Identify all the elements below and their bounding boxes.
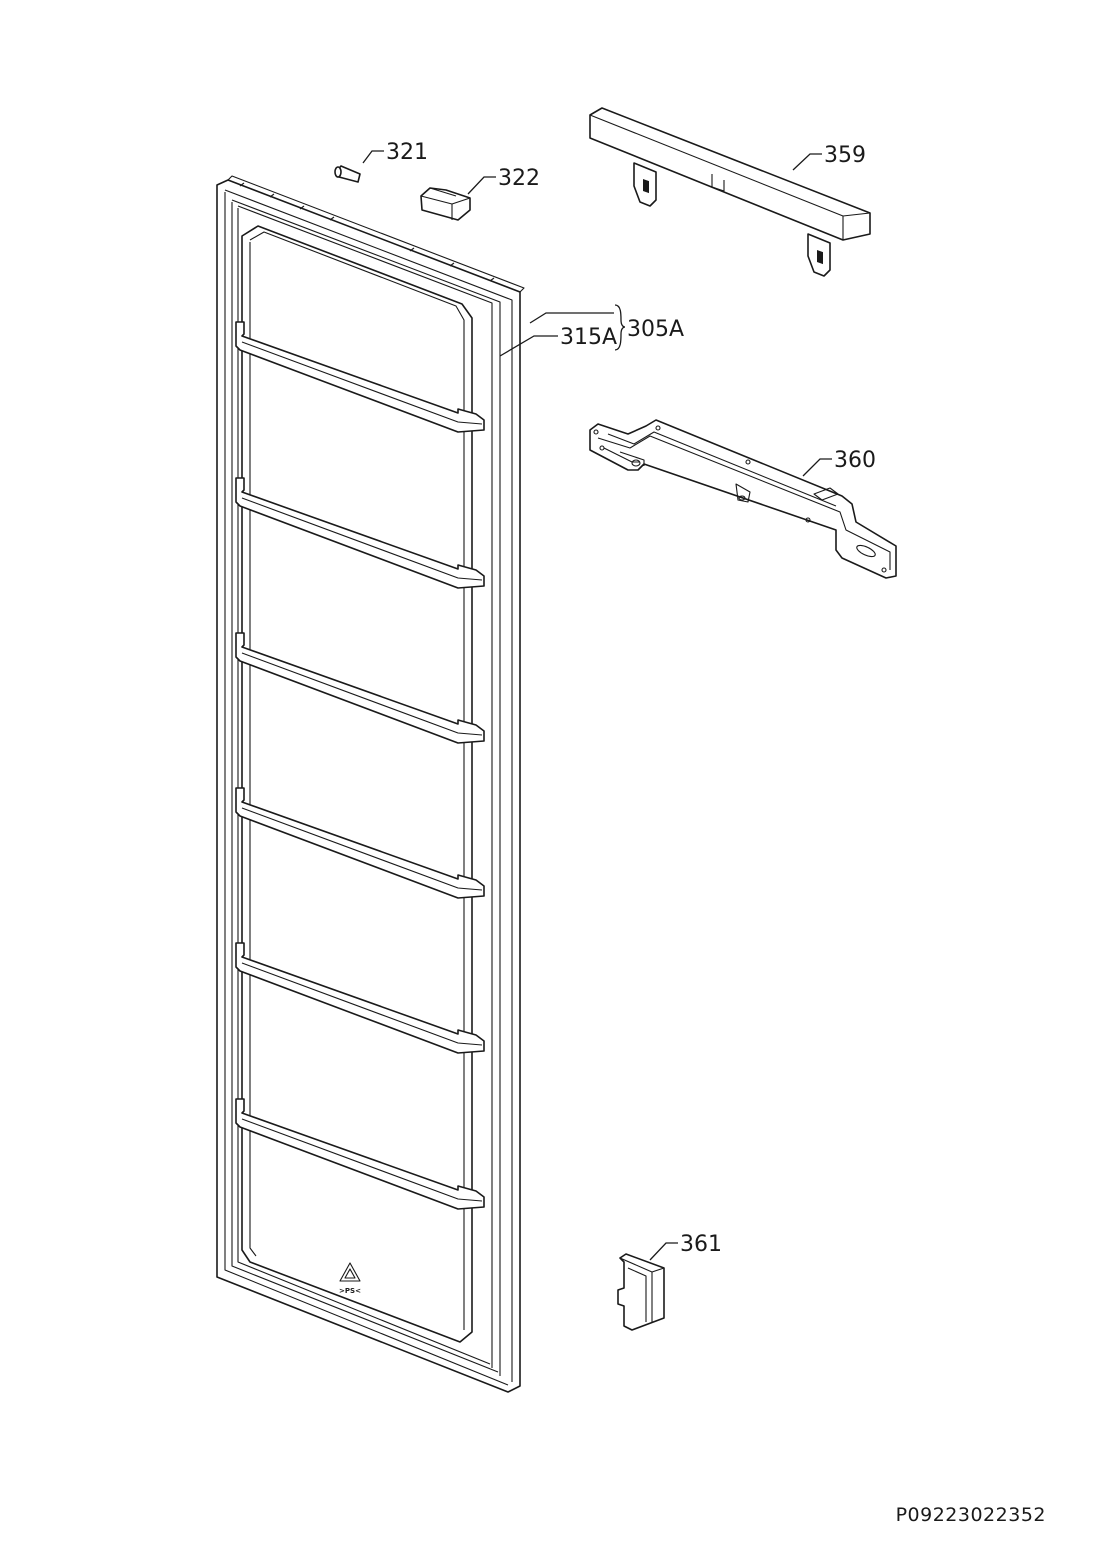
leader-321 [362,150,384,164]
callout-labels: 321 322 359 305A 315A 360 361 [386,140,876,1257]
part-360-hinge-rail [589,419,897,579]
callout-leaders [362,150,832,1261]
leader-361 [649,1242,678,1261]
brace-305A [614,304,626,351]
callout-322: 322 [498,166,540,191]
leader-315A [499,335,558,357]
part-322-cap [420,187,471,221]
leader-305A-gasket [529,312,614,324]
leader-322 [467,176,496,195]
document-id: P09223022352 [896,1504,1046,1526]
leader-360 [802,458,832,477]
part-321-pin [334,165,361,183]
recycling-label: >PS< [339,1287,361,1295]
part-359-trim-bar [589,107,871,277]
part-361-hinge-cover [617,1253,665,1331]
callout-305A: 305A [627,317,684,342]
callout-359: 359 [824,143,866,168]
callout-321: 321 [386,140,428,165]
callout-361: 361 [680,1232,722,1257]
recycling-symbol: >PS< [339,1262,361,1295]
door-shelf-ribs [235,321,485,1210]
leader-359 [792,153,822,171]
callout-360: 360 [834,448,876,473]
door-assembly: >PS< [216,175,525,1393]
callout-315A: 315A [560,325,617,350]
